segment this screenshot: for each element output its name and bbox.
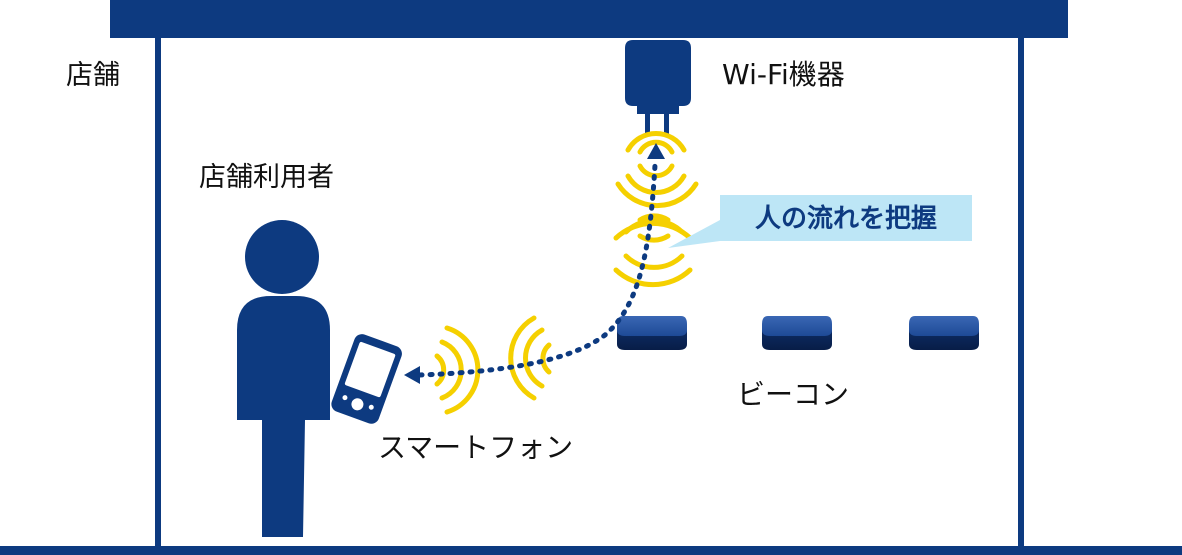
right-wall [1018,38,1024,548]
arrowhead-up [647,143,665,159]
wifi-device-prong-right [664,112,669,134]
beacon-group [617,316,979,350]
floor-bar [0,546,1182,555]
callout-box [720,195,972,241]
person-body [237,296,330,537]
smartphone-icon [331,334,402,424]
signal-waves [434,131,699,415]
callout-text: 人の流れを把握 [755,204,937,234]
wifi-device-neck [637,104,679,114]
store-label: 店舗 [66,60,120,91]
callout: 人の流れを把握 [668,195,972,248]
phone-key-right [368,404,374,410]
beacon-icon [617,316,687,350]
phone-screen [344,341,396,398]
wifi-device-icon [625,40,691,134]
person-head [245,220,319,294]
left-wall [155,38,161,548]
callout-pointer [668,220,720,248]
smartphone-label: スマートフォン [378,431,573,464]
store-user-label: 店舗利用者 [199,162,334,193]
beacon-label: ビーコン [737,378,849,411]
dotted-arrow [404,143,665,384]
wifi-device-body [625,40,691,106]
person-icon [237,220,330,537]
signal-wave-icon [613,213,693,288]
dotted-arrow-line [417,162,658,378]
phone-key-left [342,395,348,401]
beacon-icon [762,316,832,350]
signal-wave-icon [508,315,552,401]
arrowhead-left [404,366,420,384]
phone-button [351,398,364,411]
ceiling-bar [110,0,1068,38]
wifi-device-prong-left [645,112,650,134]
beacon-icon [909,316,979,350]
wifi-device-label: Wi-Fi機器 [722,58,845,91]
